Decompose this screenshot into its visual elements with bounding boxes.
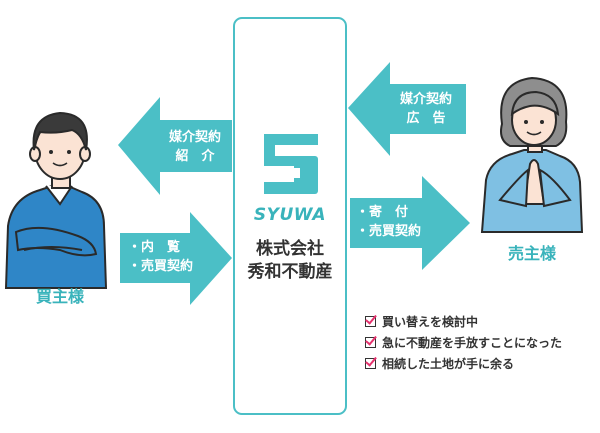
reasons-list: 買い替えを検討中 急に不動産を手放すことになった 相続した土地が手に余る (365, 311, 562, 374)
checkbox-checked-icon (365, 337, 376, 348)
arrow-to-seller-line2: ・売買契約 (356, 224, 422, 239)
reason-text: 急に不動産を手放すことになった (382, 336, 563, 350)
company-name-line2: 秀和不動産 (247, 262, 333, 282)
arrow-to-seller (350, 176, 470, 270)
arrow-from-buyer-line2: ・売買契約 (128, 259, 194, 274)
checkbox-checked-icon (365, 316, 376, 327)
arrow-to-seller-label: ・寄 付 ・売買契約 (356, 203, 436, 241)
checkbox-checked-icon (365, 358, 376, 369)
arrow-from-seller-label: 媒介契約 広 告 (390, 90, 462, 128)
arrow-to-buyer-line1: 媒介契約 (168, 130, 221, 145)
buyer-label: 買主様 (35, 287, 84, 306)
arrow-from-buyer-line1: ・内 覧 (128, 240, 181, 255)
reason-item: 買い替えを検討中 (365, 311, 562, 332)
arrow-to-buyer (118, 97, 232, 195)
company-wordmark: SYUWA (253, 205, 327, 225)
seller-person-icon (480, 76, 584, 233)
company-name-line1: 株式会社 (256, 239, 324, 259)
buyer-person-icon (4, 111, 108, 289)
arrow-to-seller-line1: ・寄 付 (356, 205, 409, 220)
reason-item: 相続した土地が手に余る (365, 353, 562, 374)
arrow-from-seller-line1: 媒介契約 (399, 92, 452, 107)
arrow-to-buyer-line2: 紹 介 (175, 149, 215, 164)
reason-text: 相続した土地が手に余る (382, 357, 515, 371)
arrow-to-buyer-label: 媒介契約 紹 介 (160, 128, 230, 166)
reason-text: 買い替えを検討中 (382, 315, 479, 329)
syuwa-s-logo-icon (264, 134, 318, 194)
arrow-from-seller (348, 62, 466, 156)
seller-label: 売主様 (507, 244, 556, 263)
arrow-from-buyer (120, 212, 232, 305)
arrow-from-buyer-label: ・内 覧 ・売買契約 (128, 238, 208, 276)
company-box (233, 17, 347, 415)
reason-item: 急に不動産を手放すことになった (365, 332, 562, 353)
arrow-from-seller-line2: 広 告 (406, 111, 446, 126)
